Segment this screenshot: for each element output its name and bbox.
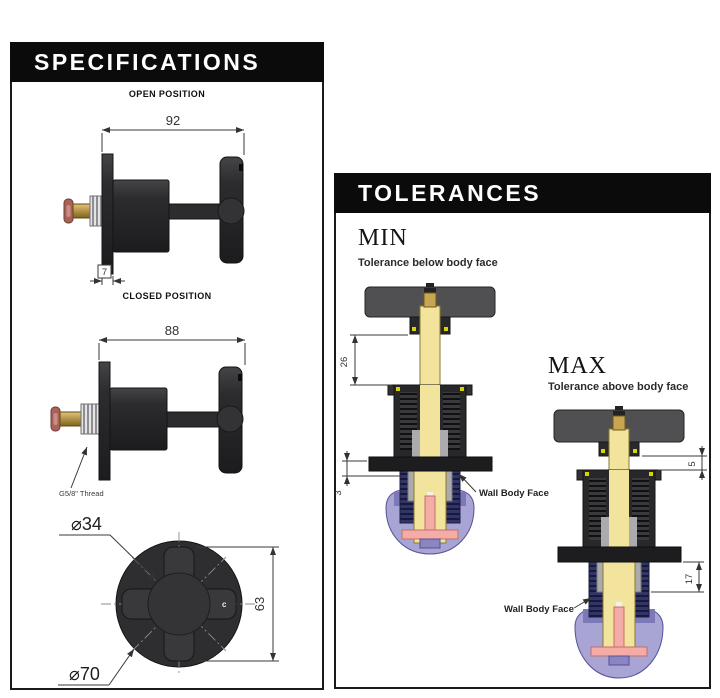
- specifications-title: SPECIFICATIONS: [34, 48, 261, 75]
- brand-mark: c: [222, 600, 227, 609]
- spindle-through-body: [420, 385, 440, 457]
- seal-dot: [585, 472, 589, 476]
- body-sleeve-right: [628, 517, 637, 547]
- dimension-92: 92: [101, 113, 245, 155]
- valve-pin-tip: [616, 602, 622, 608]
- dimension-63: 63: [197, 546, 279, 662]
- valve-foot: [608, 655, 630, 666]
- dim-26-text: 26: [339, 357, 350, 368]
- dim-92-text: 92: [166, 113, 180, 128]
- dim-3-text: 3: [333, 490, 344, 495]
- closed-position-label: CLOSED POSITION: [122, 291, 212, 301]
- handle-hub: [217, 197, 245, 225]
- diagonal-centerline: [131, 556, 227, 652]
- wall-body-face-text-min: Wall Body Face: [479, 488, 549, 499]
- wall-body-face-callout-min: Wall Body Face: [458, 473, 549, 499]
- tolerances-panel: TOLERANCES MIN Tolerance below body face: [333, 173, 711, 689]
- dimension-26: 26: [339, 334, 408, 386]
- spindle-through-body: [609, 470, 629, 547]
- specifications-panel: SPECIFICATIONS OPEN POSITION 92: [10, 42, 324, 690]
- specifications-header: SPECIFICATIONS: [10, 42, 324, 82]
- wall-flange: [98, 361, 111, 481]
- bottom-view-drawing: c ⌀34 ⌀70 63: [58, 514, 279, 686]
- dim-63-text: 63: [252, 597, 267, 611]
- dimension-dia34: ⌀34: [59, 514, 157, 581]
- tolerances-header: TOLERANCES: [334, 173, 711, 213]
- body-sleeve-right: [439, 430, 448, 457]
- wall-plate-flange: [557, 546, 682, 563]
- seal-dot: [601, 449, 605, 453]
- tap-body: [109, 387, 168, 451]
- handle-screw: [426, 283, 434, 288]
- closed-position-drawing: 88 G5/8" Thread: [50, 323, 246, 498]
- seal-dot: [633, 449, 637, 453]
- wall-flange: [101, 153, 114, 275]
- spindle-cap: [613, 411, 625, 416]
- handle-stem: [166, 411, 220, 428]
- dimension-17: 17: [651, 561, 704, 593]
- spindle-brass-top: [423, 292, 437, 308]
- max-subheading: Tolerance above body face: [548, 381, 689, 393]
- valve-pin-tip: [427, 492, 433, 498]
- dimension-dia70: ⌀70: [58, 648, 135, 686]
- spindle-brass-top: [612, 415, 626, 431]
- valve-cross-bar: [590, 646, 648, 657]
- wall-plate-flange: [368, 456, 493, 472]
- dim-dia70-text: ⌀70: [69, 664, 100, 684]
- dimension-88: 88: [98, 323, 246, 365]
- valve-cross-bar: [401, 529, 459, 540]
- tolerances-title: TOLERANCES: [358, 179, 542, 206]
- thread-callout-text: G5/8" Thread: [59, 489, 104, 498]
- diagonal-centerline: [131, 556, 227, 652]
- max-assembly: [553, 406, 685, 679]
- dim-5-text: 5: [687, 461, 698, 466]
- min-subheading: Tolerance below body face: [358, 257, 498, 269]
- thread-section: [80, 403, 100, 435]
- dim-88-text: 88: [165, 323, 179, 338]
- handle-stem: [168, 203, 222, 220]
- open-valve-assembly: [63, 153, 245, 275]
- thread-callout: G5/8" Thread: [59, 446, 104, 498]
- min-heading: MIN: [358, 225, 408, 251]
- max-section-drawing: 5 17 Wall Body Face: [504, 406, 707, 679]
- seal-dot: [649, 472, 653, 476]
- body-sleeve-left: [601, 517, 610, 547]
- handle-hub: [216, 405, 244, 433]
- dim-dia34-text: ⌀34: [71, 514, 102, 534]
- closed-valve-assembly: [50, 361, 244, 481]
- spindle-cap: [424, 288, 436, 293]
- brass-spindle: [72, 203, 91, 219]
- seal-dot: [412, 327, 416, 331]
- tap-body: [112, 179, 170, 253]
- seal-dot: [444, 327, 448, 331]
- dim-7-text: 7: [102, 267, 107, 278]
- body-sleeve-left: [412, 430, 421, 457]
- dimension-5: 5: [642, 446, 707, 480]
- copper-seal-face: [53, 413, 58, 425]
- copper-seal-face: [66, 205, 71, 217]
- open-position-label: OPEN POSITION: [128, 89, 206, 99]
- max-heading: MAX: [548, 353, 608, 379]
- dimension-7: 7: [90, 264, 125, 285]
- brass-spindle: [59, 411, 82, 427]
- handle-screw: [615, 406, 623, 411]
- seal-dot: [460, 387, 464, 391]
- wall-body-face-text-max: Wall Body Face: [504, 604, 574, 615]
- dimension-3: 3: [333, 451, 400, 496]
- cross-handle-front: c: [121, 546, 237, 662]
- handle-set-screw: [239, 164, 243, 171]
- thread-section: [89, 195, 103, 227]
- seal-dot: [396, 387, 400, 391]
- wall-body-face-callout-max: Wall Body Face: [504, 597, 592, 615]
- handle-hub-circle: [147, 572, 211, 636]
- handle-set-screw: [238, 374, 242, 381]
- min-assembly: [364, 283, 496, 555]
- min-section-drawing: 26 3 Wall Body Face: [333, 283, 549, 555]
- dim-17-text: 17: [684, 574, 695, 585]
- valve-foot: [419, 538, 441, 549]
- open-position-drawing: 92 7: [63, 113, 245, 285]
